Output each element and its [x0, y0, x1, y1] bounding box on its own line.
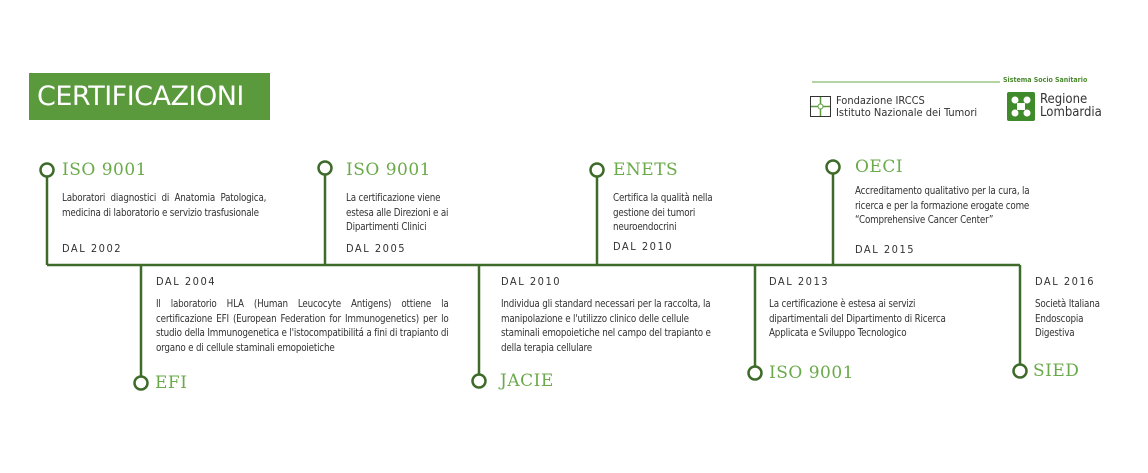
entry-title: ISO 9001	[346, 160, 431, 180]
entry-date: DAL 2010	[613, 240, 674, 253]
node-marker	[1012, 363, 1028, 379]
regione-line2: Lombardia	[1040, 105, 1102, 120]
node-marker	[589, 162, 605, 178]
entry-text: Società Italiana Endoscopia Digestiva	[1035, 298, 1100, 339]
regione-line1: Regione	[1040, 92, 1088, 107]
entry-title: EFI	[155, 373, 188, 393]
entry-date: DAL 2013	[769, 275, 830, 288]
node-marker	[471, 373, 487, 389]
entry-text: Individua gli standard necessari per la …	[501, 298, 711, 354]
entry-text: La certificazione è estesa ai servizi di…	[769, 298, 946, 339]
entry-date: DAL 2015	[855, 243, 916, 256]
entry-text: Certifica la qualità nella gestione dei …	[613, 192, 713, 233]
entry-title: SIED	[1033, 361, 1080, 381]
node-marker	[825, 159, 841, 175]
entry-date: DAL 2004	[156, 275, 217, 288]
entry-date: DAL 2002	[62, 242, 123, 255]
system-label: Sistema Socio Sanitario	[1003, 76, 1088, 84]
entry-text: Accreditamento qualitativo per la cura, …	[855, 185, 1030, 226]
fondazione-line2: Istituto Nazionale dei Tumori	[836, 106, 978, 119]
entry-title: ENETS	[613, 160, 679, 180]
entry-text: Il laboratorio HLA (Human Leucocyte Anti…	[156, 298, 449, 354]
node-marker	[39, 162, 55, 178]
node-marker	[133, 375, 149, 391]
page-title: CERTIFICAZIONI	[29, 73, 270, 120]
fondazione-line1: Fondazione IRCCS	[836, 94, 925, 107]
entry-title: ISO 9001	[769, 363, 854, 383]
entry-title: JACIE	[500, 371, 554, 391]
entry-text: Laboratori diagnostici di Anatomia Patol…	[62, 192, 267, 219]
node-marker	[317, 160, 333, 176]
entry-title: OECI	[855, 157, 904, 177]
entry-title: ISO 9001	[62, 160, 147, 180]
entry-date: DAL 2016	[1035, 275, 1096, 288]
entry-date: DAL 2005	[346, 242, 407, 255]
entry-text: La certificazione viene estesa alle Dire…	[346, 192, 449, 233]
entry-date: DAL 2010	[501, 275, 562, 288]
node-marker	[747, 365, 763, 381]
